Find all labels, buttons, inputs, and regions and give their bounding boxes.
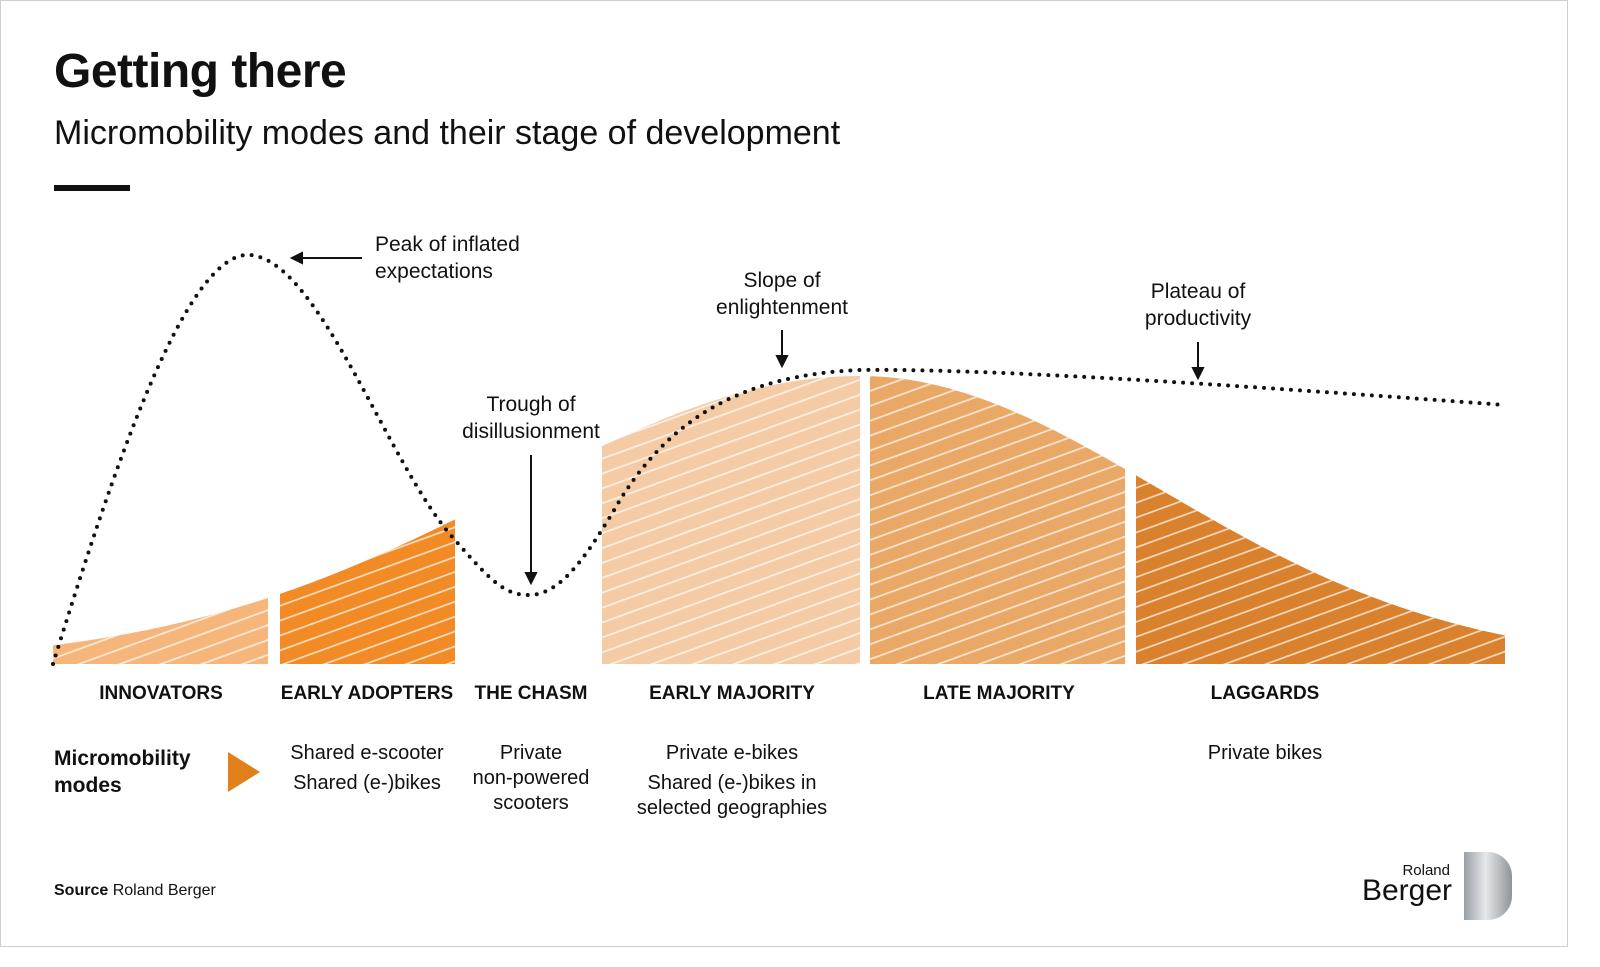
segment-hatch [602,376,860,664]
trough-arrow [524,455,538,586]
plateau-arrow [1191,342,1205,381]
segment-hatch [870,376,1125,664]
segment-hatch [53,597,268,664]
slope-arrow [775,330,789,369]
stage-label: LATE MAJORITY [923,683,1075,704]
stage-label: EARLY MAJORITY [649,683,815,704]
chart-title: Getting there [54,45,347,98]
chart-frame [0,0,1568,947]
stage-label: LAGGARDS [1210,683,1320,704]
segment-hatch [1136,475,1505,664]
stage-label: EARLY ADOPTERS [280,683,454,704]
modes-laggards: Private bikes [1207,742,1323,764]
triangle-icon [228,752,260,792]
stage-label: INNOVATORS [99,683,223,704]
source-note: Source Roland Berger [54,882,216,899]
peak-arrow [289,251,362,265]
stage-label: THE CHASM [474,683,588,704]
chart-subtitle: Micromobility modes and their stage of d… [54,114,841,152]
title-rule [54,185,130,191]
hype-curve [51,252,1507,666]
segment-hatch [280,519,455,664]
